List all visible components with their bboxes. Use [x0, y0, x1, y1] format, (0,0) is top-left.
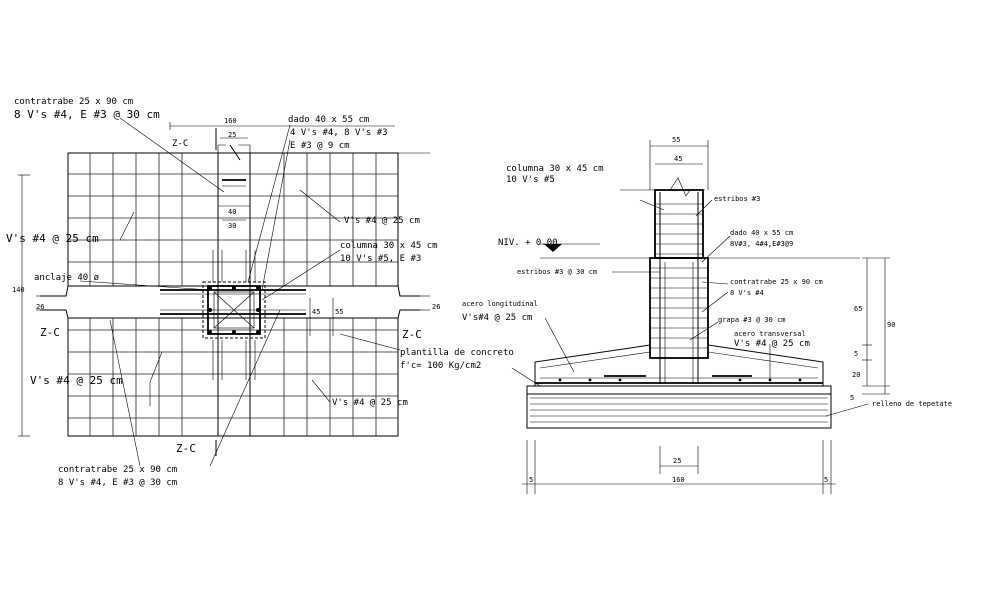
dim-section-5-left: 5 [529, 476, 533, 484]
dim-plan-160: 160 [224, 117, 237, 125]
dim-section-45: 45 [674, 155, 682, 163]
label-columna-1: columna 30 x 45 cm [340, 241, 438, 251]
dim-plan-55: 55 [335, 308, 343, 316]
label-section-contratrabe-2: 8 V's #4 [730, 289, 764, 297]
label-section-dado-2: 8V#3, 4#4,E#3@9 [730, 240, 793, 248]
label-vs-right-top: V's #4 @ 25 cm [344, 216, 420, 226]
tepetate-fill [526, 393, 832, 429]
label-contratrabe-top-2: 8 V's #4, E #3 @ 30 cm [14, 108, 160, 121]
column-stirrups [655, 203, 703, 255]
label-section-columna-1: columna 30 x 45 cm [506, 164, 604, 174]
footing-section [511, 140, 890, 494]
dado-outline [202, 281, 266, 339]
dim-section-5-right: 5 [824, 476, 828, 484]
grade-beam-horizontal [40, 285, 420, 319]
dim-plan-25: 25 [228, 131, 236, 139]
rebar-grid-horizontal [68, 173, 398, 419]
dado-stirrups [650, 262, 708, 384]
dim-section-90: 90 [887, 321, 895, 329]
dim-plan-26-left: 26 [36, 303, 44, 311]
plan-dimensions [18, 122, 430, 437]
label-relleno: relleno de tepetate [872, 400, 952, 408]
label-contratrabe-bot-2: 8 V's #4, E #3 @ 30 cm [58, 478, 177, 488]
label-zc-right: Z-C [402, 328, 422, 341]
label-anclaje: anclaje 40 ø [34, 273, 100, 283]
label-section-contratrabe-1: contratrabe 25 x 90 cm [730, 278, 823, 286]
label-zc-left: Z-C [40, 326, 60, 339]
label-vs-left-top: V's #4 @ 25 cm [6, 232, 99, 245]
plan-labels: contratrabe 25 x 90 cm 8 V's #4, E #3 @ … [6, 97, 514, 488]
footing-slope-left [534, 344, 651, 386]
dim-plan-40: 40 [228, 208, 236, 216]
label-acero-trans-1: acero transversal [734, 330, 806, 338]
dim-plan-140: 140 [12, 286, 25, 294]
dim-section-25: 25 [673, 457, 681, 465]
footing-slope-right [707, 344, 824, 386]
label-zc-top: Z-C [172, 139, 188, 149]
dim-section-65: 65 [854, 305, 862, 313]
section-labels: 55 45 columna 30 x 45 cm 10 V's #5 estri… [462, 136, 952, 484]
label-grapa: grapa #3 @ 30 cm [718, 316, 785, 324]
label-dado-2: 4 V's #4, 8 V's #3 [290, 128, 388, 138]
label-section-columna-2: 10 V's #5 [506, 175, 555, 185]
label-contratrabe-top-1: contratrabe 25 x 90 cm [14, 97, 133, 107]
section-leaders [511, 199, 869, 417]
dim-plan-45: 45 [312, 308, 320, 316]
label-plantilla-1: plantilla de concreto [400, 348, 514, 358]
dim-section-5: 5 [854, 350, 858, 358]
dim-section-160: 160 [672, 476, 685, 484]
footing-plan [18, 117, 430, 467]
dim-plan-26-right: 26 [432, 303, 440, 311]
label-dado-3: E #3 @ 9 cm [290, 141, 350, 151]
label-acero-long-2: V's#4 @ 25 cm [462, 313, 532, 323]
level-marker-icon [544, 244, 562, 252]
label-zc-bottom: Z-C [176, 442, 196, 455]
label-contratrabe-bot-1: contratrabe 25 x 90 cm [58, 465, 177, 475]
label-niv: NIV. + 0.00 [498, 238, 558, 248]
label-vs-left-bottom: V's #4 @ 25 cm [30, 374, 123, 387]
label-estribos-mid: estribos #3 @ 30 cm [517, 268, 597, 276]
label-plantilla-2: f'c= 100 Kg/cm2 [400, 361, 481, 371]
lean-concrete [526, 385, 832, 395]
section-dimensions [522, 140, 890, 494]
pedestal-column [202, 250, 266, 380]
dim-section-55: 55 [672, 136, 680, 144]
label-dado-1: dado 40 x 55 cm [288, 115, 369, 125]
dim-plan-30: 30 [228, 222, 236, 230]
label-vs-right-bottom: V's #4 @ 25 cm [332, 398, 408, 408]
label-acero-trans-2: V's #4 @ 25 cm [734, 339, 810, 349]
label-estribos-top: estribos #3 [714, 195, 760, 203]
label-acero-long-1: acero longitudinal [462, 300, 538, 308]
dim-section-5b: 5 [850, 394, 854, 402]
plan-leaders [79, 117, 401, 467]
label-section-dado-1: dado 40 x 55 cm [730, 229, 793, 237]
label-columna-2: 10 V's #5, E #3 [340, 254, 421, 264]
fill-hatch [530, 397, 828, 423]
dim-section-20: 20 [852, 371, 860, 379]
